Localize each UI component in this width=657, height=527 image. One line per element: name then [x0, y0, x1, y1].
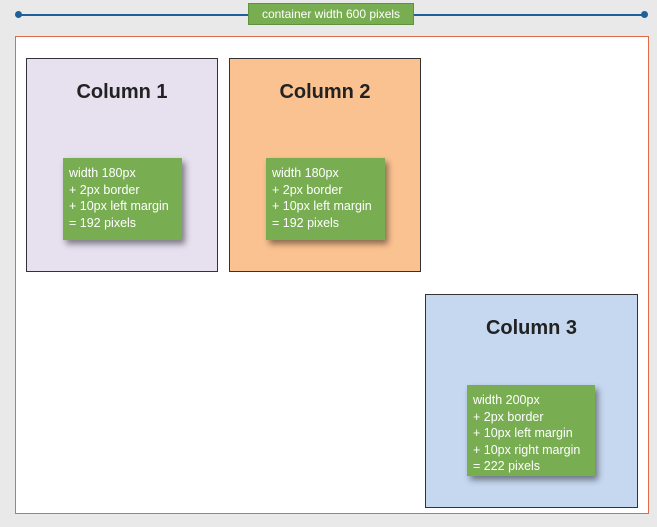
- note-line: = 192 pixels: [69, 215, 137, 230]
- note-line: + 2px border: [69, 182, 140, 197]
- column-2-title: Column 2: [279, 81, 371, 103]
- column-1-title: Column 1: [76, 81, 168, 103]
- note-line: + 10px left margin: [272, 199, 372, 213]
- note-line: width 200px: [473, 393, 540, 407]
- note-line: + 2px border: [473, 409, 544, 424]
- note-line: + 2px border: [272, 182, 343, 197]
- note-line: = 222 pixels: [473, 459, 541, 473]
- note-line: + 10px left margin: [69, 199, 169, 213]
- column-3-title: Column 3: [485, 317, 578, 339]
- note-line: + 10px left margin: [473, 426, 573, 440]
- note-line: + 10px right margin: [473, 442, 581, 457]
- width-line-left-endpoint: [15, 11, 22, 18]
- column-1-note: width 180px + 2px border + 10px left mar…: [63, 158, 182, 240]
- width-line-right-endpoint: [641, 11, 648, 18]
- note-line: width 180px: [272, 166, 339, 180]
- column-3-note: width 200px + 2px border + 10px left mar…: [467, 385, 595, 476]
- note-line: width 180px: [69, 166, 136, 180]
- note-line: = 192 pixels: [272, 215, 340, 230]
- column-2-note: width 180px + 2px border + 10px left mar…: [266, 158, 385, 240]
- container-width-label: container width 600 pixels: [248, 3, 414, 25]
